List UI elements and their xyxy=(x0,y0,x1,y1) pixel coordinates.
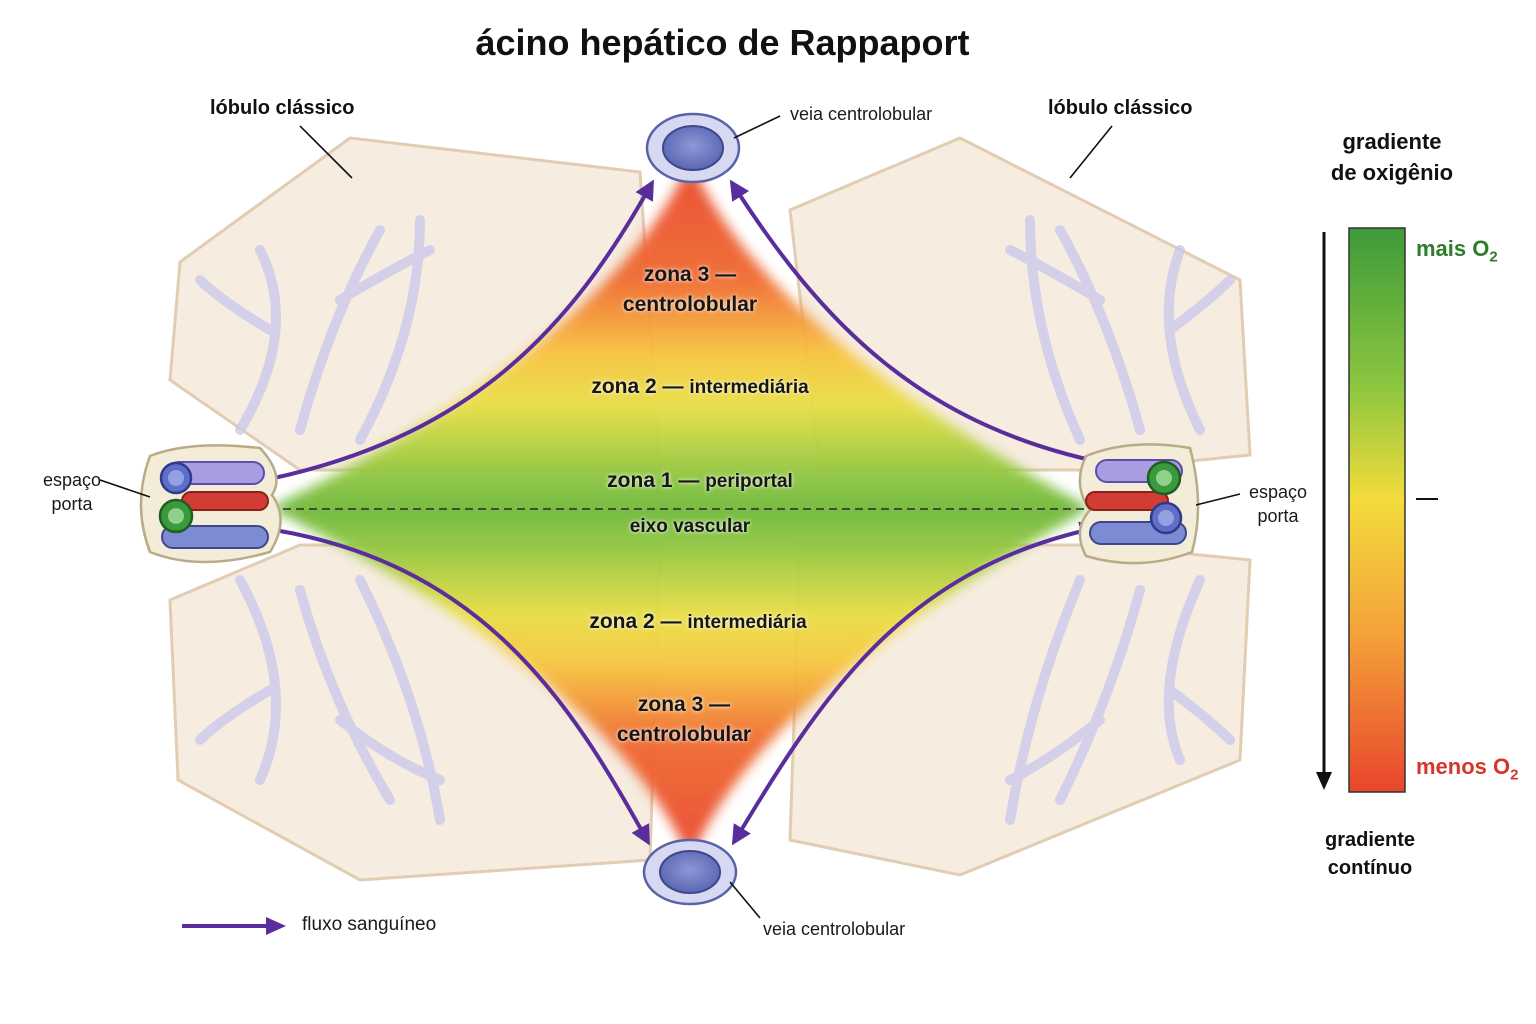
more-oxygen-subscript: 2 xyxy=(1489,248,1498,266)
less-oxygen-subscript: 2 xyxy=(1510,766,1519,784)
gradient-title: gradiente de oxigênio xyxy=(1300,126,1484,188)
legend-flow-arrow xyxy=(182,917,286,935)
legend-flow-label: fluxo sanguíneo xyxy=(302,914,437,935)
portal-left-line2: porta xyxy=(51,494,93,514)
zone3-bottom-line1: zona 3 — xyxy=(637,693,731,716)
portal-space-label-left: espaço porta xyxy=(26,468,118,516)
gradient-footer-line1: gradiente xyxy=(1324,829,1416,851)
portal-left-line1: espaço xyxy=(42,470,102,490)
flow-arrow-upper-left xyxy=(251,179,654,489)
central-vein-top xyxy=(645,112,741,184)
flow-arrows xyxy=(251,179,1124,846)
central-vein-label-top: veia centrolobular xyxy=(790,104,933,124)
zone1-label: zona 1 — periportal xyxy=(580,466,820,497)
zone1-name: zona 1 — xyxy=(607,469,700,492)
less-oxygen-text: menos O xyxy=(1416,754,1511,779)
oxygen-gradient-bar xyxy=(1348,227,1406,793)
zone2-bottom-label: zona 2 — intermediária xyxy=(568,607,828,638)
zone3-bottom-label: zona 3 — centrolobular xyxy=(584,690,784,750)
gradient-footer-line2: contínuo xyxy=(1327,857,1413,879)
page-title: ácino hepático de Rappaport xyxy=(475,22,970,63)
more-oxygen-label: mais O2 xyxy=(1416,236,1498,265)
zone2-top-desc: intermediária xyxy=(689,377,809,398)
gradient-title-line1: gradiente xyxy=(1342,129,1442,154)
gradient-footer: gradiente contínuo xyxy=(1310,826,1430,882)
zone2-bottom-desc: intermediária xyxy=(687,612,807,633)
gradient-title-line2: de oxigênio xyxy=(1330,160,1454,185)
less-oxygen-label: menos O2 xyxy=(1416,754,1518,783)
flow-arrow-upper-right xyxy=(729,179,1124,473)
zone3-top-line2: centrolobular xyxy=(622,293,758,316)
flow-arrow-lower-left xyxy=(261,526,650,846)
portal-right-line1: espaço xyxy=(1248,482,1308,502)
oxygen-gradient-scale xyxy=(1316,227,1438,793)
portal-space-right xyxy=(1078,443,1200,565)
acinus-zones xyxy=(270,160,1090,860)
portal-space-left xyxy=(139,444,282,564)
zone3-bottom-line2: centrolobular xyxy=(616,723,752,746)
lobule-label-right: lóbulo clássico xyxy=(1048,97,1193,119)
zone1-desc: periportal xyxy=(705,471,793,492)
portal-right-line2: porta xyxy=(1257,506,1299,526)
zone2-top-name: zona 2 — xyxy=(591,375,684,398)
leader-lines xyxy=(99,115,1241,919)
central-vein-bottom xyxy=(642,838,738,906)
zone3-top-label: zona 3 — centrolobular xyxy=(590,260,790,320)
portal-space-label-right: espaço porta xyxy=(1232,480,1324,528)
zone3-top-line1: zona 3 — xyxy=(643,263,737,286)
central-vein-label-bottom: veia centrolobular xyxy=(763,919,906,939)
flow-arrow-lower-right xyxy=(731,521,1100,846)
zone2-top-label: zona 2 — intermediária xyxy=(570,372,830,403)
lobule-label-left: lóbulo clássico xyxy=(210,97,355,119)
more-oxygen-text: mais O xyxy=(1416,236,1490,261)
zone2-bottom-name: zona 2 — xyxy=(589,610,682,633)
vascular-axis-label: eixo vascular xyxy=(629,516,751,537)
